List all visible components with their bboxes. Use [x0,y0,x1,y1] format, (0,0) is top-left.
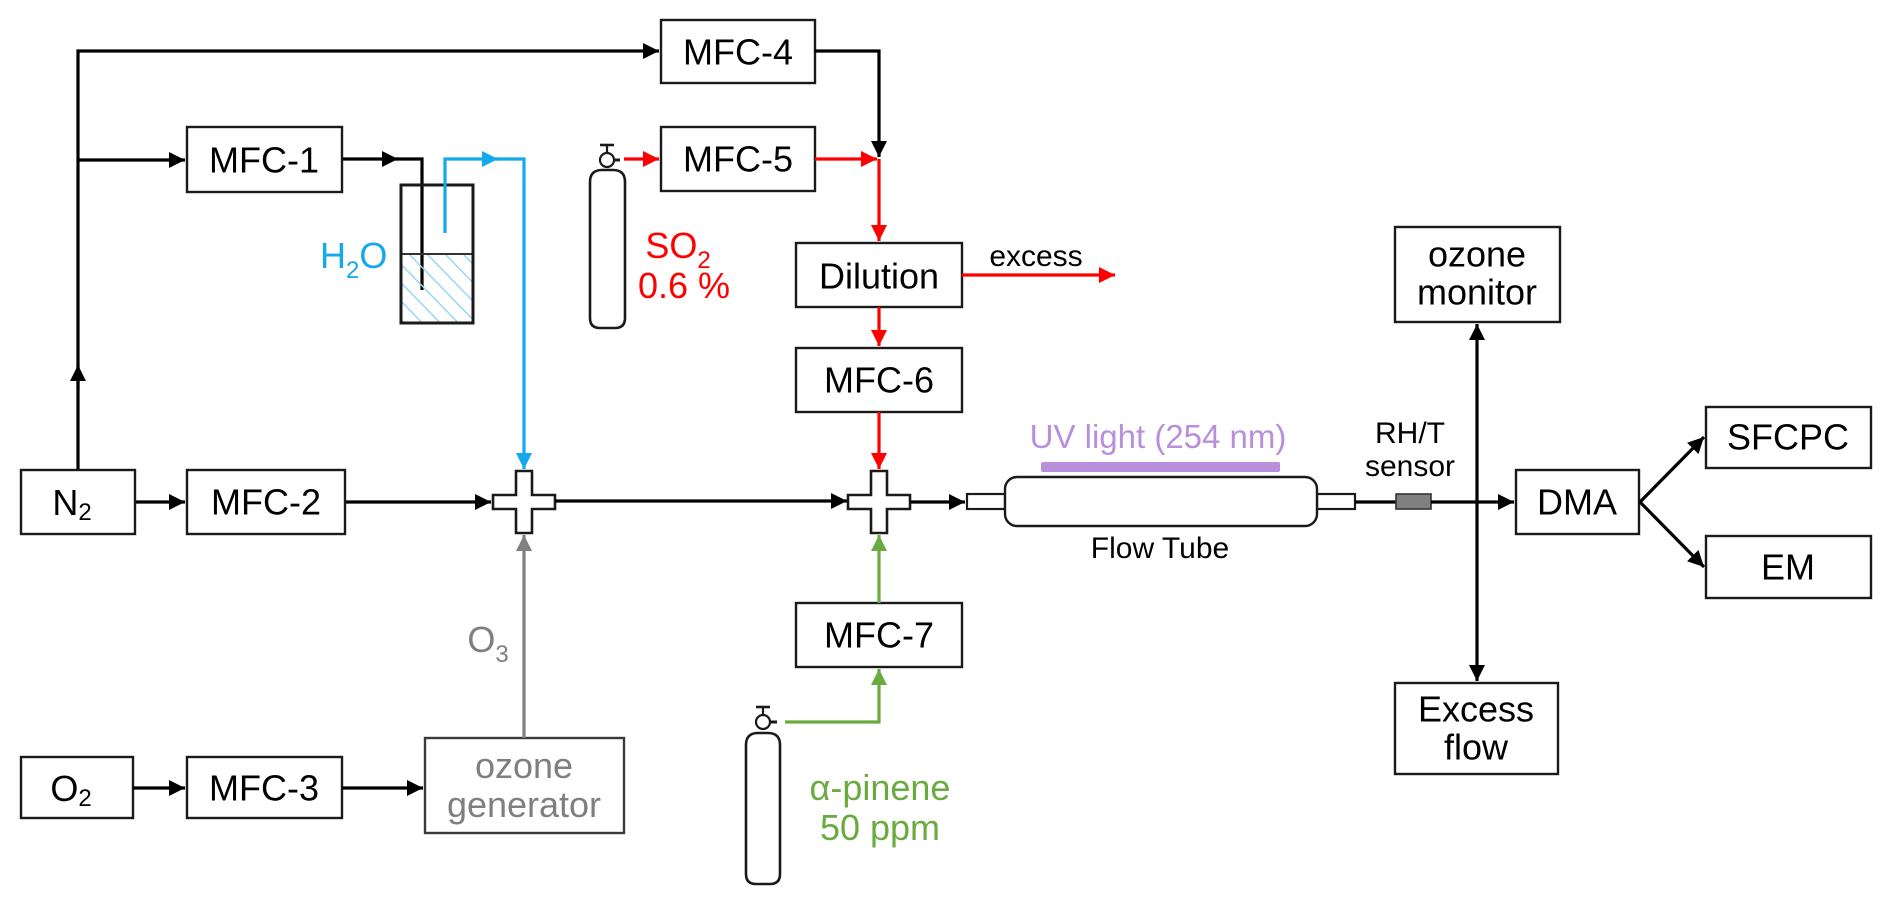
mfc-7: MFC-7 [794,601,964,669]
mfc-3: MFC-3 [185,755,344,820]
ozone-generator-line1: ozone [475,745,573,786]
flow-tube-outlet [1315,492,1357,511]
rh-t-sensor [1395,493,1432,510]
alpha-pinene-label: α-pinene [810,767,951,808]
so2-concentration: 0.6 % [638,265,730,306]
mfc-3-label: MFC-3 [209,768,319,809]
so2-cylinder [588,143,627,330]
ozone-monitor-line1: ozone [1428,234,1526,275]
flow-tube-label: Flow Tube [1091,532,1229,565]
ozone-monitor-line2: monitor [1417,272,1537,313]
so2-valve-icon [598,151,616,169]
pinene-valve-icon [754,713,772,731]
n2-label: N2 [52,482,91,526]
mfc-2: MFC-2 [185,468,347,536]
dma-label: DMA [1537,482,1617,523]
bubbler-outlet-line [443,151,498,233]
line-n2-to-mfc4 [76,43,659,470]
pinene-cylinder-body [744,731,782,886]
sensor-label: sensor [1365,450,1455,483]
n2-source: N2 [19,468,137,536]
excess-flow-line2: flow [1444,727,1509,768]
o3-label: O3 [467,619,508,668]
dma-box: DMA [1514,468,1641,536]
flow-tube-inlet [965,492,1007,511]
dilution-box: Dilution [794,241,964,309]
mfc-5-label: MFC-5 [683,139,793,180]
excess-label: excess [989,240,1082,273]
h2o-label: H2O [320,235,387,284]
mfc-1-label: MFC-1 [209,140,319,181]
o2-label: O2 [50,768,91,812]
sfcpc-box: SFCPC [1704,405,1873,470]
uv-light-label: UV light (254 nm) [1030,418,1287,455]
so2-cylinder-body [588,168,627,330]
line-dma-to-sfcpc [1638,435,1706,504]
rh-t-label: RH/T [1375,417,1445,450]
flow-tube-body [1003,475,1319,528]
mfc-7-label: MFC-7 [824,615,934,656]
sfcpc-label: SFCPC [1727,417,1849,458]
mfc-4-label: MFC-4 [683,32,793,73]
svg-text:SO2: SO2 [645,225,710,274]
mfc-6-label: MFC-6 [824,360,934,401]
flow-tube: Flow Tube [965,475,1357,565]
em-box: EM [1704,534,1873,600]
mfc-4: MFC-4 [659,18,817,85]
mfc-2-label: MFC-2 [211,482,321,523]
uv-lamp [1041,462,1280,472]
mixing-cross-1 [491,469,557,535]
so2-label: SO2 0.6 % [638,225,730,306]
alpha-pinene-cylinder [744,705,782,886]
excess-flow: Excess flow [1393,681,1560,776]
mfc-1: MFC-1 [185,125,344,194]
ozone-generator-line2: generator [447,784,601,825]
excess-flow-line1: Excess [1418,689,1534,730]
dilution-label: Dilution [819,256,939,297]
line-pinene-to-mfc7 [785,669,887,724]
alpha-pinene-concentration: 50 ppm [820,807,940,848]
mixing-cross-2 [846,469,912,535]
ozone-generator: ozone generator [423,736,626,835]
mfc-5: MFC-5 [659,125,817,193]
o2-source: O2 [19,755,135,820]
ozone-monitor: ozone monitor [1393,225,1562,324]
humid-line-to-mixer1 [496,157,532,469]
mfc-6: MFC-6 [794,346,964,414]
bubbler-inlet-tube [396,157,424,290]
line-mfc4-to-junction [815,49,887,157]
water-bubbler: H2O [320,183,475,325]
line-dma-to-em [1638,500,1706,569]
bubbler-vessel [399,183,475,325]
n2-distribution-lines [70,43,659,510]
em-label: EM [1761,547,1815,588]
